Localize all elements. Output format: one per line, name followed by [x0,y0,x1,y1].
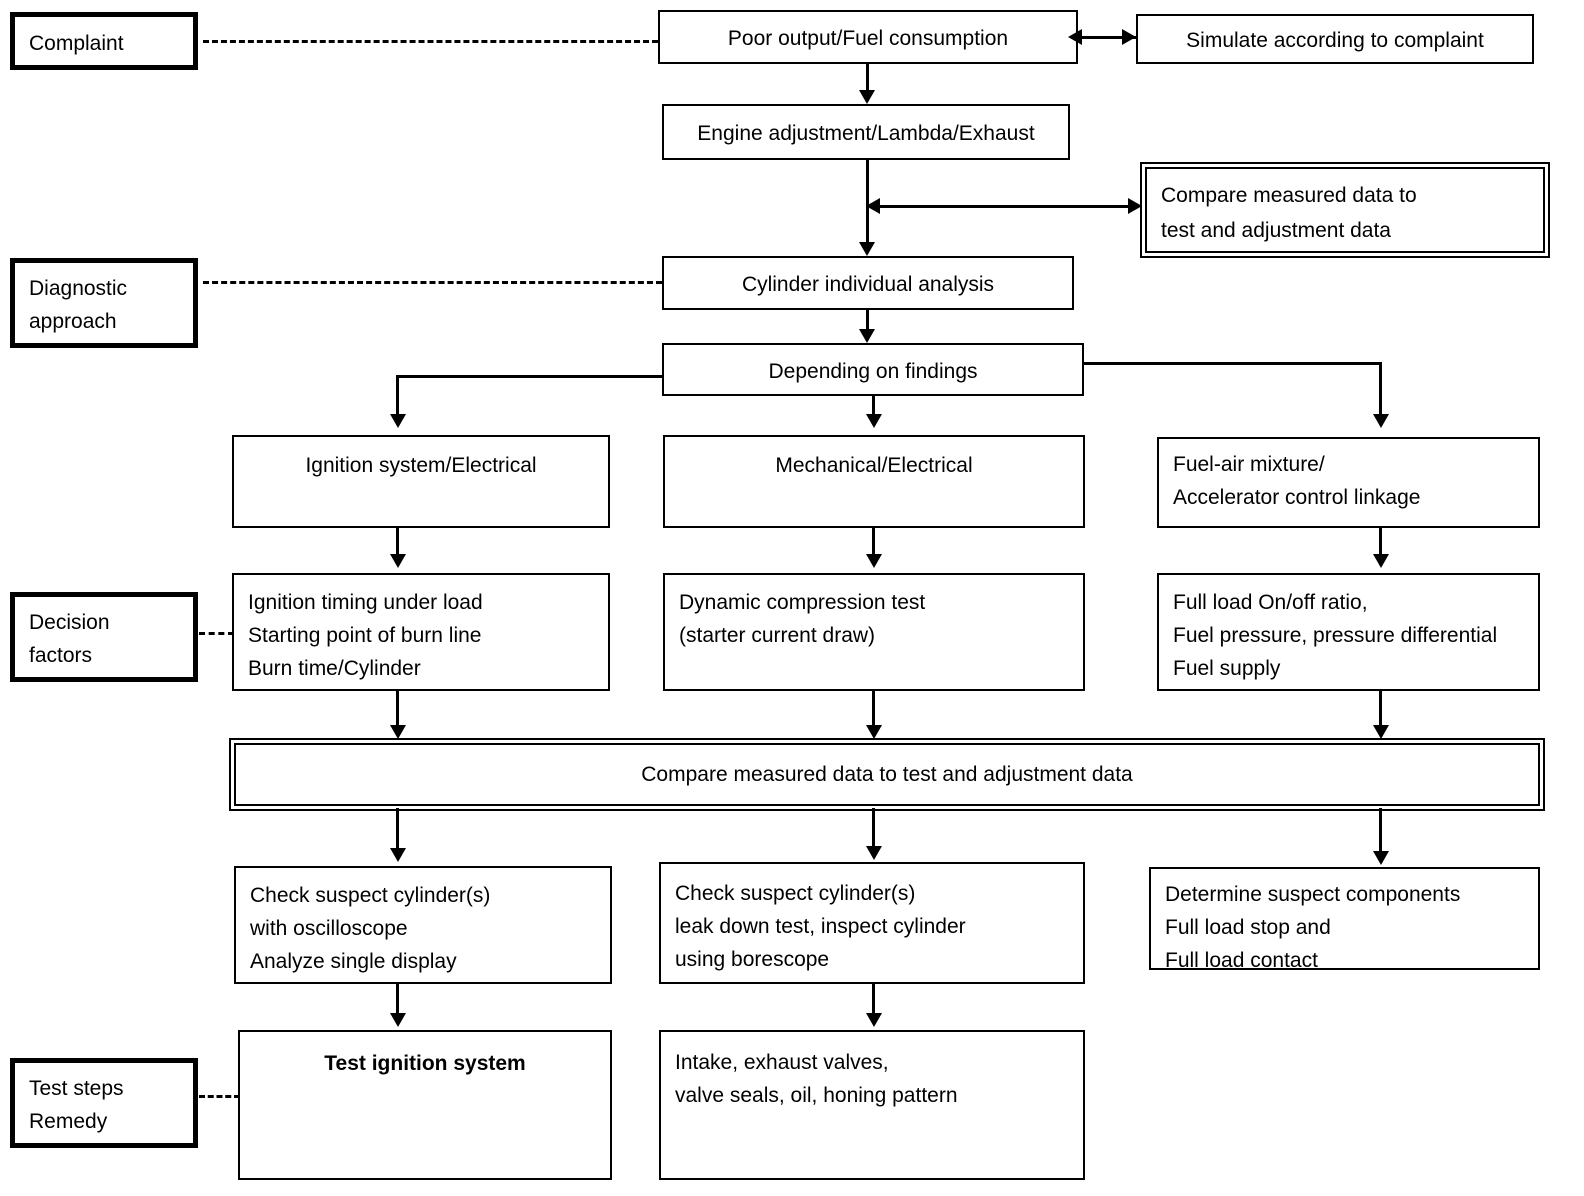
link-compare-check-mechanical [872,808,875,850]
node-poor-output-text: Poor output/Fuel consumption [727,27,1009,50]
node-simulate-text: Simulate according to complaint [1186,29,1484,52]
link-check-remedy-mechanical [872,984,875,1016]
node-check-ignition-text: Check suspect cylinder(s) with oscillosc… [250,884,491,973]
node-cylinder-analysis: Cylinder individual analysis [662,256,1074,310]
link-depending-left-horizontal [396,375,664,378]
arrowhead-compare-top-left [866,198,880,214]
node-branch-mechanical: Mechanical/Electrical [663,435,1085,528]
link-poor-output-engine [866,64,869,94]
link-poor-output-simulate [1080,36,1136,39]
arrowhead-poor-output-left [1068,29,1082,45]
node-factors-fuel-text: Full load On/off ratio, Fuel pressure, p… [1173,591,1498,680]
node-compare-bar: Compare measured data to test and adjust… [234,743,1540,806]
arrowhead-compare-bar-left [390,725,406,739]
link-compare-top [878,205,1136,208]
arrowhead-check-mechanical [866,846,882,860]
arrowhead-depending-on-findings [859,329,875,343]
arrowhead-branch-fuel-air [1373,414,1389,428]
arrowhead-cylinder-analysis [859,242,875,256]
link-factors-ignition-compare [396,691,399,727]
link-cylinder-depending [866,310,869,330]
node-check-ignition: Check suspect cylinder(s) with oscillosc… [234,866,612,984]
node-branch-fuel-air-text: Fuel-air mixture/ Accelerator control li… [1173,453,1421,509]
node-simulate-according-to-complaint: Simulate according to complaint [1136,14,1534,64]
arrowhead-check-ignition [390,848,406,862]
node-remedy-mechanical-text: Intake, exhaust valves, valve seals, oil… [675,1051,958,1107]
link-factors-fuel-compare [1379,691,1382,727]
stage-label-decision-factors: Decision factors [10,592,198,682]
node-check-mechanical-text: Check suspect cylinder(s) leak down test… [675,882,966,971]
node-poor-output: Poor output/Fuel consumption [658,10,1078,64]
node-cylinder-analysis-text: Cylinder individual analysis [741,273,995,296]
link-check-remedy-ignition [396,984,399,1016]
dashed-link-diagnostic-approach [203,281,662,284]
arrowhead-check-fuel [1373,851,1389,865]
link-depending-right-vertical [1379,362,1382,417]
node-compare-bar-text: Compare measured data to test and adjust… [641,763,1133,786]
dashed-link-test-steps [199,1095,240,1098]
arrowhead-remedy-ignition [390,1013,406,1027]
node-check-fuel-text: Determine suspect components Full load s… [1165,883,1461,972]
arrowhead-compare-bar-right [1373,725,1389,739]
node-depending-on-findings: Depending on findings [662,343,1084,396]
dashed-link-decision-factors [199,632,234,635]
arrowhead-branch-ignition [390,414,406,428]
link-factors-mechanical-compare [872,691,875,727]
node-branch-ignition-text: Ignition system/Electrical [305,454,537,477]
node-factors-fuel: Full load On/off ratio, Fuel pressure, p… [1157,573,1540,691]
node-remedy-mechanical: Intake, exhaust valves, valve seals, oil… [659,1030,1085,1180]
arrowhead-compare-bar-center [866,725,882,739]
node-remedy-ignition: Test ignition system [238,1030,612,1180]
node-factors-mechanical-text: Dynamic compression test (starter curren… [679,591,926,647]
arrowhead-simulate-right [1122,29,1136,45]
arrowhead-branch-mechanical [866,414,882,428]
node-check-mechanical: Check suspect cylinder(s) leak down test… [659,862,1085,984]
stage-label-test-steps: Test steps Remedy [10,1058,198,1148]
arrowhead-factors-mechanical [866,554,882,568]
stage-label-test-steps-text: Test steps Remedy [29,1077,124,1133]
stage-label-diagnostic-approach-text: Diagnostic approach [29,277,128,333]
link-compare-check-fuel [1379,808,1382,854]
link-depending-left-vertical [396,375,399,417]
link-depending-center [872,396,875,416]
link-fuel-factors [1379,528,1382,558]
arrowhead-factors-fuel [1373,554,1389,568]
node-check-fuel: Determine suspect components Full load s… [1149,867,1540,972]
node-branch-mechanical-text: Mechanical/Electrical [775,454,973,477]
node-engine-adjustment: Engine adjustment/Lambda/Exhaust [662,104,1070,160]
stage-label-diagnostic-approach: Diagnostic approach [10,258,198,348]
stage-label-complaint-text: Complaint [29,32,124,55]
arrowhead-engine-adjustment [859,90,875,104]
node-engine-adjustment-text: Engine adjustment/Lambda/Exhaust [697,122,1035,145]
node-compare-top-text: Compare measured data to test and adjust… [1161,184,1417,242]
node-remedy-ignition-text: Test ignition system [324,1052,526,1075]
link-depending-right-horizontal [1084,362,1382,365]
node-factors-ignition-text: Ignition timing under load Starting poin… [248,591,483,680]
node-factors-mechanical: Dynamic compression test (starter curren… [663,573,1085,691]
stage-label-complaint: Complaint [10,12,198,70]
dashed-link-complaint [203,40,658,43]
node-depending-on-findings-text: Depending on findings [768,360,978,383]
node-factors-ignition: Ignition timing under load Starting poin… [232,573,610,691]
node-branch-ignition: Ignition system/Electrical [232,435,610,528]
node-compare-top: Compare measured data to test and adjust… [1145,167,1545,253]
link-mechanical-factors [872,528,875,558]
arrowhead-compare-top-right [1128,198,1142,214]
stage-label-decision-factors-text: Decision factors [29,611,110,667]
link-compare-check-ignition [396,808,399,852]
arrowhead-factors-ignition [390,554,406,568]
node-branch-fuel-air: Fuel-air mixture/ Accelerator control li… [1157,437,1540,528]
link-ignition-factors [396,528,399,558]
arrowhead-remedy-mechanical [866,1013,882,1027]
